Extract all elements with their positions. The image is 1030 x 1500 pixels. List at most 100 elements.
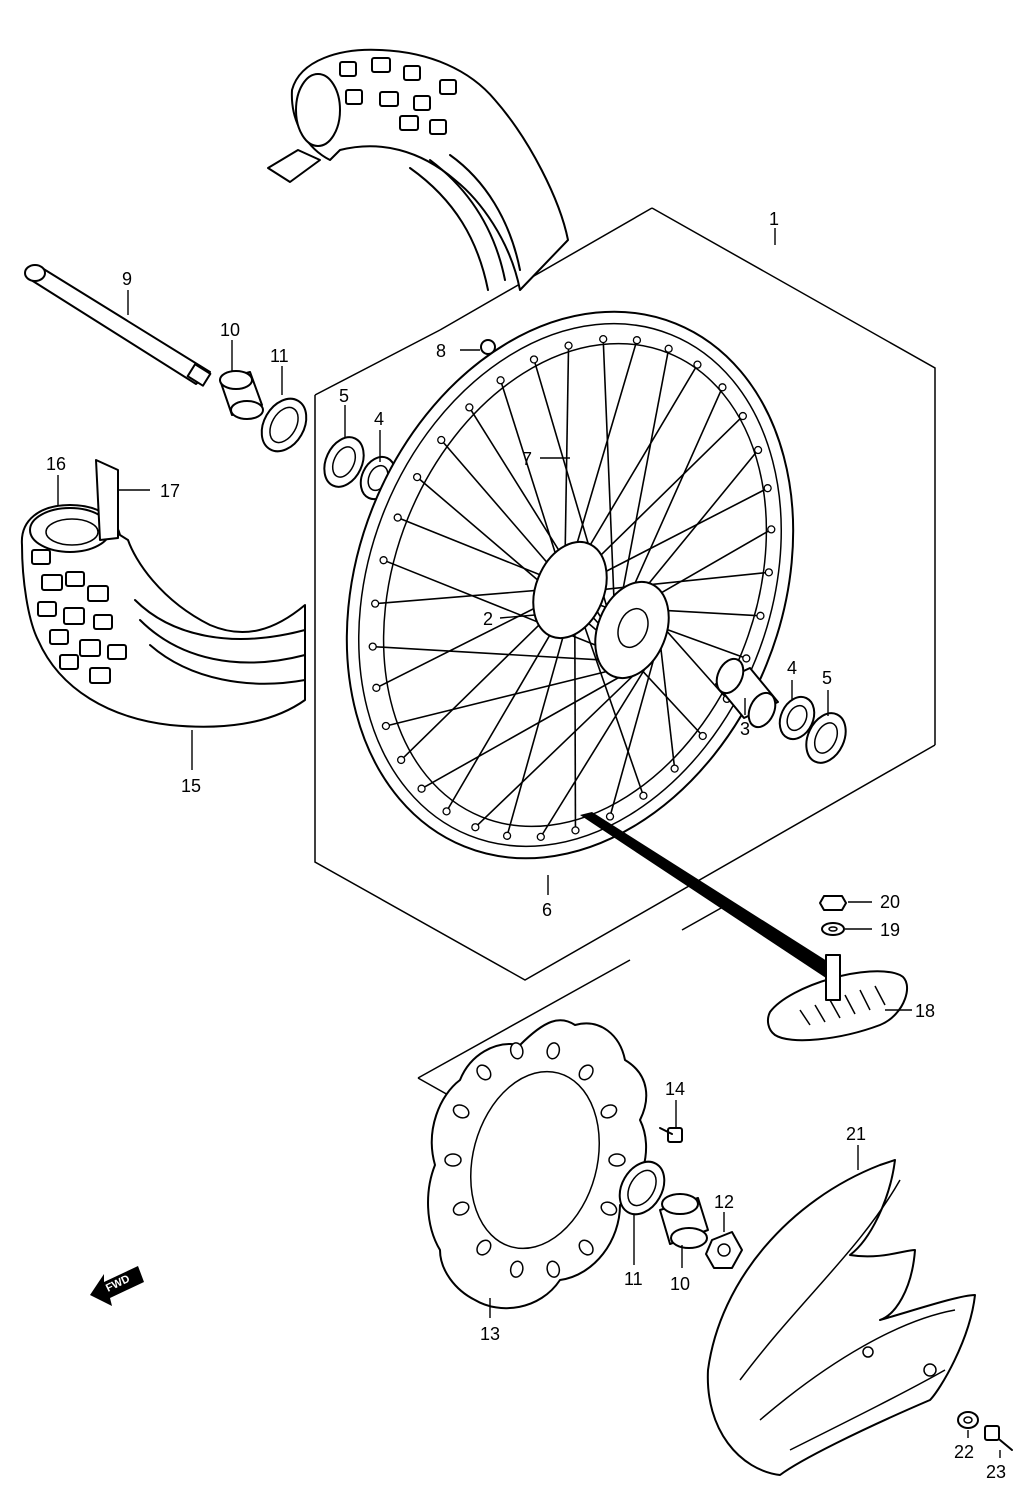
- callout-20: 20: [880, 892, 900, 912]
- rim-nipple: [480, 339, 496, 355]
- spoke-nipple: [412, 472, 422, 482]
- wheel-spokes: [368, 334, 776, 842]
- spoke-nipple: [465, 403, 474, 412]
- spoke-nipple: [536, 832, 545, 842]
- callout-23: 23: [986, 1462, 1006, 1482]
- spoke-nipple: [529, 355, 539, 364]
- spoke: [499, 380, 557, 556]
- spoke: [375, 602, 545, 689]
- callout-22: 22: [954, 1442, 974, 1462]
- spoke-nipple: [571, 826, 580, 835]
- rim-band-strip: [267, 149, 321, 183]
- spoke: [583, 624, 645, 796]
- rim-lock: [766, 954, 909, 1042]
- callout-1: 1: [769, 209, 779, 229]
- callout-11-lower: 11: [624, 1269, 643, 1289]
- tire-tread-blocks: [31, 549, 127, 684]
- oil-seal-lower: [618, 1160, 666, 1216]
- spoke: [540, 660, 651, 838]
- spoke: [583, 364, 699, 556]
- spoke-nipple: [396, 755, 406, 765]
- rim-lock-ribs: [799, 985, 886, 1026]
- valve-link-line: [580, 812, 838, 978]
- spoke: [375, 589, 543, 605]
- wheel-hub: [532, 540, 670, 680]
- spoke-nipple: [417, 784, 426, 793]
- spoke-nipple: [753, 445, 763, 455]
- spoke: [400, 615, 550, 761]
- spoke-nipple: [502, 831, 512, 840]
- spoke-nipple: [664, 344, 673, 353]
- callout-8: 8: [436, 341, 446, 361]
- callout-10-lower: 10: [670, 1274, 690, 1294]
- disc-cutout: [546, 1260, 561, 1278]
- callout-labels: 1 2 3 4 4 5 5 6 7 8 9 10 10 11 11 12 13 …: [46, 209, 1006, 1482]
- disc-cutout: [608, 1153, 626, 1167]
- callout-4-right: 4: [787, 658, 797, 678]
- disc-cutout: [546, 1042, 561, 1060]
- spoke-nipple: [379, 556, 388, 565]
- callout-13: 13: [480, 1324, 500, 1344]
- spoke-nipple: [442, 807, 451, 816]
- spoke-nipple: [763, 484, 772, 493]
- spoke: [574, 339, 638, 551]
- spoke-nipple: [496, 376, 505, 385]
- spoke: [440, 439, 550, 565]
- axle-spacer-lower: [659, 1193, 709, 1249]
- disc-cutout: [509, 1260, 524, 1278]
- spoke: [474, 666, 643, 828]
- spoke-nipple: [605, 812, 615, 821]
- spoke: [506, 629, 566, 837]
- brake-disc: [427, 1019, 648, 1310]
- spoke: [397, 516, 544, 578]
- disc-cutout: [452, 1201, 470, 1216]
- nut-20: [819, 895, 847, 911]
- callout-6: 6: [542, 900, 552, 920]
- spoke: [631, 386, 724, 591]
- disc-cutout: [578, 1064, 594, 1081]
- spoke-nipple: [764, 568, 774, 577]
- disc-cutout: [476, 1239, 492, 1256]
- spoke-nipple: [639, 791, 648, 800]
- callout-14: 14: [665, 1079, 685, 1099]
- axle-nut: [705, 1231, 743, 1269]
- spoke-nipple: [767, 525, 776, 534]
- rim-band: [95, 459, 119, 541]
- spoke: [574, 629, 577, 831]
- front-axle: [24, 264, 212, 387]
- oil-seal-upper: [260, 397, 308, 453]
- spoke-nipple: [437, 435, 446, 445]
- spoke: [649, 528, 772, 601]
- washer-19: [821, 922, 845, 936]
- disc-cutout: [578, 1239, 594, 1256]
- spoke: [640, 449, 759, 593]
- hub-spacer: [715, 657, 779, 729]
- callout-18: 18: [915, 1001, 935, 1021]
- callout-11-upper: 11: [270, 346, 289, 366]
- spoke-nipple: [632, 336, 642, 345]
- callout-5-right: 5: [822, 668, 832, 688]
- top-tread-blocks: [339, 57, 457, 135]
- axle-spacer-upper: [219, 370, 264, 420]
- forward-arrow-icon: FWD: [90, 1266, 144, 1306]
- callout-4-left: 4: [374, 409, 384, 429]
- spoke-nipple: [698, 731, 707, 741]
- spoke-nipple: [599, 334, 608, 344]
- callout-16: 16: [46, 454, 66, 474]
- spoke: [602, 339, 615, 600]
- callout-3: 3: [740, 719, 750, 739]
- front-fender: [706, 1159, 976, 1476]
- dust-seal-left: [323, 436, 365, 488]
- spoke: [658, 636, 676, 769]
- spoke-nipple: [718, 383, 727, 392]
- spoke-nipple: [372, 683, 381, 692]
- spoke-nipple: [368, 642, 377, 651]
- spoke-nipple: [564, 341, 573, 350]
- disc-cutout: [509, 1042, 524, 1060]
- spoke: [421, 669, 633, 790]
- disc-cutout: [452, 1104, 470, 1119]
- spoke-nipple: [670, 764, 679, 773]
- front-tire: [20, 459, 306, 728]
- wheel-assembly: [345, 310, 795, 860]
